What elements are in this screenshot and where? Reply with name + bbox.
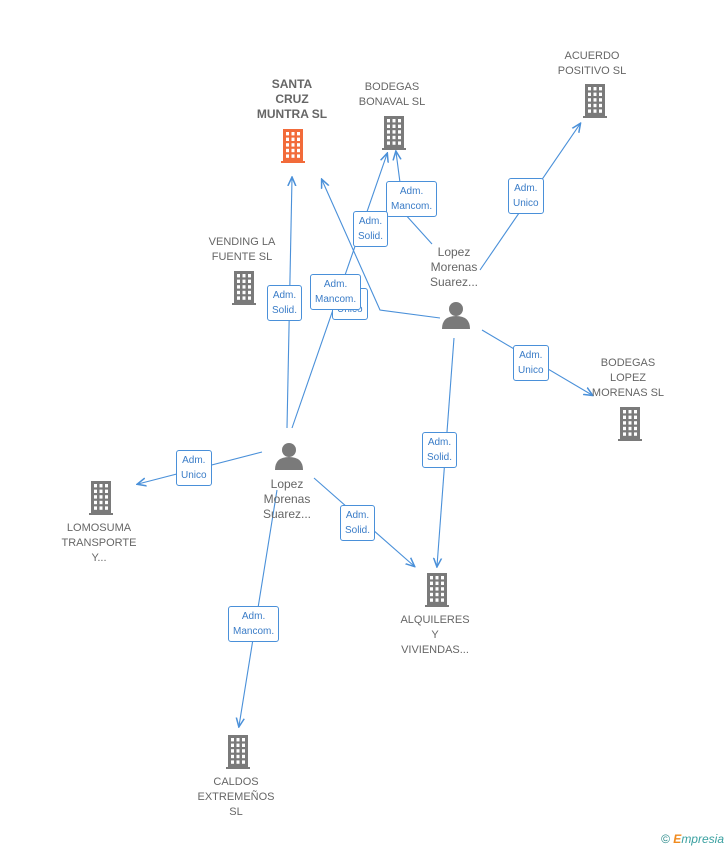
edge-label-adm-solid-1: Adm. Solid. <box>353 211 389 247</box>
building-icon-lomosuma[interactable] <box>89 481 113 515</box>
brand-name: mpresia <box>681 832 724 846</box>
edge-label-adm-unico-lomosuma: Adm. Unico <box>176 450 212 486</box>
company-label-bodegas-lopez[interactable]: BODEGAS LOPEZ MORENAS SL <box>591 357 665 399</box>
edge-label-adm-mancom-2: Adm. Mancom. <box>310 274 362 310</box>
edge-label-adm-solid-2: Adm. Solid. <box>267 285 303 321</box>
footer-brand: © Empresia <box>661 832 724 846</box>
building-icon-bodegas-lopez[interactable] <box>618 407 642 441</box>
person-label-1[interactable]: Lopez Morenas Suarez... <box>429 245 479 289</box>
company-label-bodegas-bonaval[interactable]: BODEGAS BONAVAL SL <box>358 81 426 108</box>
edge-label-adm-mancom-caldos: Adm. Mancom. <box>228 606 280 642</box>
building-icon-acuerdo-positivo[interactable] <box>583 84 607 118</box>
company-label-caldos[interactable]: CALDOS EXTREMEÑOS SL <box>197 776 275 818</box>
building-icon-santa-cruz[interactable] <box>281 129 305 163</box>
company-label-santa-cruz[interactable]: SANTA CRUZ MUNTRA SL <box>256 77 328 121</box>
person-label-2[interactable]: Lopez Morenas Suarez... <box>262 477 312 521</box>
building-icon-bodegas-bonaval[interactable] <box>382 116 406 150</box>
person-icon-p1[interactable] <box>442 302 470 329</box>
edge-label-adm-solid-alquileres-2: Adm. Solid. <box>340 505 376 541</box>
building-icon-caldos[interactable] <box>226 735 250 769</box>
company-label-alquileres[interactable]: ALQUILERES Y VIVIENDAS... <box>400 614 470 656</box>
edge-label-adm-unico-acuerdo: Adm. Unico <box>508 178 544 214</box>
company-label-acuerdo-positivo[interactable]: ACUERDO POSITIVO SL <box>557 50 627 77</box>
person-icon-p2[interactable] <box>275 443 303 470</box>
brand-initial: E <box>673 832 682 846</box>
edge-label-adm-mancom-bonaval: Adm. Mancom. <box>386 181 438 217</box>
edge-label-adm-solid-alquileres-1: Adm. Solid. <box>422 432 458 468</box>
copyright-symbol: © <box>661 832 670 846</box>
company-label-vending[interactable]: VENDING LA FUENTE SL <box>208 236 276 263</box>
building-icon-vending[interactable] <box>232 271 256 305</box>
building-icon-alquileres[interactable] <box>425 573 449 607</box>
company-label-lomosuma[interactable]: LOMOSUMA TRANSPORTE Y... <box>61 522 137 564</box>
edge-p1-santacruz <box>322 180 441 319</box>
edge-label-adm-unico-bodegaslopez: Adm. Unico <box>513 345 549 381</box>
